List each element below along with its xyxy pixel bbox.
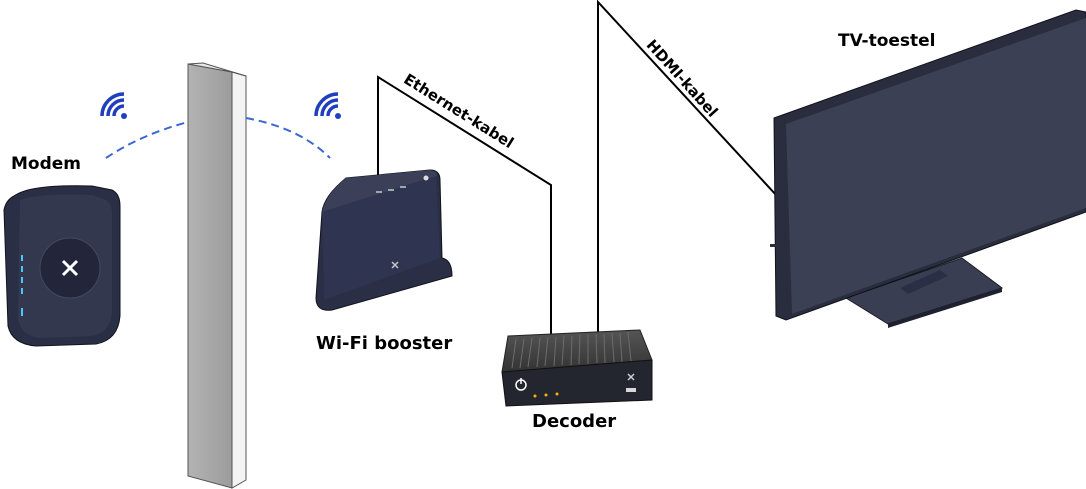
power-icon xyxy=(515,378,527,391)
decoder-label: Decoder xyxy=(532,411,617,432)
x-logo-icon xyxy=(391,261,399,269)
wifi-booster-device xyxy=(315,169,453,311)
x-logo-icon xyxy=(627,373,635,381)
wifi-icon xyxy=(100,92,127,119)
wifi-icon xyxy=(314,92,341,119)
ethernet-cable xyxy=(377,75,552,336)
modem-device xyxy=(3,185,121,347)
tv-device xyxy=(770,9,1086,328)
tv-label: TV-toestel xyxy=(838,31,936,51)
wifi-signal-arc xyxy=(105,117,331,159)
modem-label: Modem xyxy=(11,154,82,174)
wall xyxy=(187,62,247,489)
wifi-booster-label: Wi-Fi booster xyxy=(316,333,453,354)
hdmi-cable xyxy=(597,0,778,334)
x-logo-icon xyxy=(61,259,79,277)
decoder-device xyxy=(501,329,653,407)
